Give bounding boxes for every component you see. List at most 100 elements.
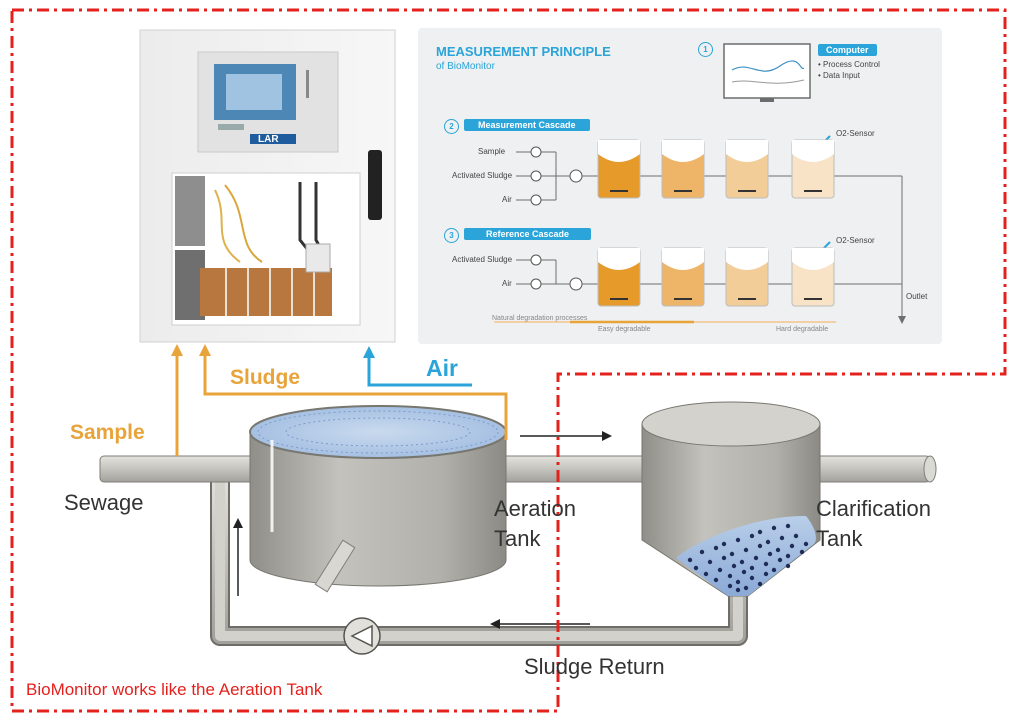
aeration-tank-label-line2: Tank (494, 526, 541, 551)
sludge-particle (729, 551, 735, 557)
measurement-input-sludge: Activated Sludge (452, 171, 513, 180)
sludge-particle (803, 541, 809, 547)
sludge-particle (735, 537, 741, 543)
sludge-particle (785, 553, 791, 559)
principle-subtitle: of BioMonitor (436, 61, 495, 72)
sludge-particle (771, 525, 777, 531)
measurement-vessel-stirrer-4 (804, 190, 822, 192)
reference-vessel-stirrer-3 (738, 298, 756, 300)
sludge-particle (749, 533, 755, 539)
measurement-o2-sensor: O2-Sensor (836, 129, 875, 138)
measurement-vessel-foam-1 (598, 140, 640, 162)
reference-vessel-stirrer-4 (804, 298, 822, 300)
reference-cascade-label: Reference Cascade (464, 228, 592, 240)
sludge-particle (763, 561, 769, 567)
sludge-particle (767, 551, 773, 557)
sludge-return-label: Sludge Return (524, 654, 665, 679)
aeration-tank (249, 405, 507, 593)
computer-bullet-process: • Process Control (818, 60, 880, 69)
biomonitor-cabinet (139, 29, 396, 343)
sludge-particle (753, 555, 759, 561)
sludge-particle (741, 569, 747, 575)
sludge-particle (785, 563, 791, 569)
measurement-vessel-stirrer-3 (738, 190, 756, 192)
sludge-particle (793, 533, 799, 539)
sludge-particle (699, 549, 705, 555)
reference-vessel-stirrer-2 (674, 298, 692, 300)
easy-degradable-label: Easy degradable (598, 326, 651, 333)
computer-label: Computer (818, 44, 877, 56)
measurement-vessel-foam-4 (792, 140, 834, 162)
sludge-particle (779, 535, 785, 541)
degradation-label: Natural degradation processes (492, 315, 588, 322)
measurement-vessel-foam-2 (662, 140, 704, 162)
sludge-particle (785, 523, 791, 529)
reference-vessel-foam-3 (726, 248, 768, 270)
reference-step-number: 3 (444, 228, 459, 243)
sludge-particle (749, 565, 755, 571)
reference-vessel-foam-4 (792, 248, 834, 270)
caption: BioMonitor works like the Aeration Tank (26, 680, 323, 699)
sludge-particle (757, 529, 763, 535)
sludge-particle (731, 563, 737, 569)
sludge-particle (777, 557, 783, 563)
sludge-particle (703, 571, 709, 577)
sludge-particle (707, 559, 713, 565)
reference-vessel-foam-2 (662, 248, 704, 270)
sludge-particle (693, 565, 699, 571)
sludge-particle (799, 549, 805, 555)
sludge-particle (721, 541, 727, 547)
sludge-particle (713, 577, 719, 583)
sludge-particle (757, 581, 763, 587)
principle-title: MEASUREMENT PRINCIPLE (436, 44, 611, 59)
sample-flow-label: Sample (70, 421, 145, 444)
sludge-particle (743, 547, 749, 553)
measurement-cascade-label: Measurement Cascade (464, 119, 590, 131)
sludge-particle (735, 579, 741, 585)
sludge-particle (757, 543, 763, 549)
measurement-vessel-foam-3 (726, 140, 768, 162)
boundary-lines (10, 8, 1007, 713)
clarification-tank-label-line2: Tank (816, 526, 863, 551)
sludge-particle (749, 575, 755, 581)
sludge-particle (721, 555, 727, 561)
computer-bullet-data: • Data Input (818, 71, 860, 80)
reference-input-sludge: Activated Sludge (452, 255, 513, 264)
sludge-particle (771, 567, 777, 573)
return-pump (343, 617, 381, 655)
principle-graphics (418, 28, 942, 344)
sludge-particle (739, 559, 745, 565)
reference-input-air: Air (502, 279, 512, 288)
sewage-label: Sewage (64, 490, 144, 515)
sludge-particle (735, 587, 741, 593)
sludge-particle (727, 573, 733, 579)
sludge-particle (765, 539, 771, 545)
measurement-vessel-stirrer-2 (674, 190, 692, 192)
measurement-step-number: 2 (444, 119, 459, 134)
sludge-particle (727, 583, 733, 589)
sludge-particle (763, 571, 769, 577)
air-flow-label: Air (426, 355, 458, 381)
sludge-particle (713, 545, 719, 551)
measurement-vessel-stirrer-1 (610, 190, 628, 192)
reference-vessel-stirrer-1 (610, 298, 628, 300)
treatment-plant (99, 401, 937, 655)
sludge-flow-label: Sludge (230, 366, 301, 389)
computer-step-number: 1 (698, 42, 713, 57)
sludge-particle (687, 557, 693, 563)
clarification-tank (641, 401, 821, 597)
outlet-label: Outlet (906, 292, 928, 301)
machine-brand-label: LAR (258, 134, 279, 145)
hard-degradable-label: Hard degradable (776, 326, 829, 333)
feed-lines (171, 344, 508, 456)
measurement-input-sample: Sample (478, 147, 506, 156)
measurement-input-air: Air (502, 195, 512, 204)
aeration-tank-label-line1: Aeration (494, 496, 576, 521)
sludge-particle (789, 543, 795, 549)
reference-o2-sensor: O2-Sensor (836, 236, 875, 245)
clarification-tank-label-line1: Clarification (816, 496, 931, 521)
sludge-particle (775, 547, 781, 553)
reference-vessel-foam-1 (598, 248, 640, 270)
sludge-particle (717, 567, 723, 573)
